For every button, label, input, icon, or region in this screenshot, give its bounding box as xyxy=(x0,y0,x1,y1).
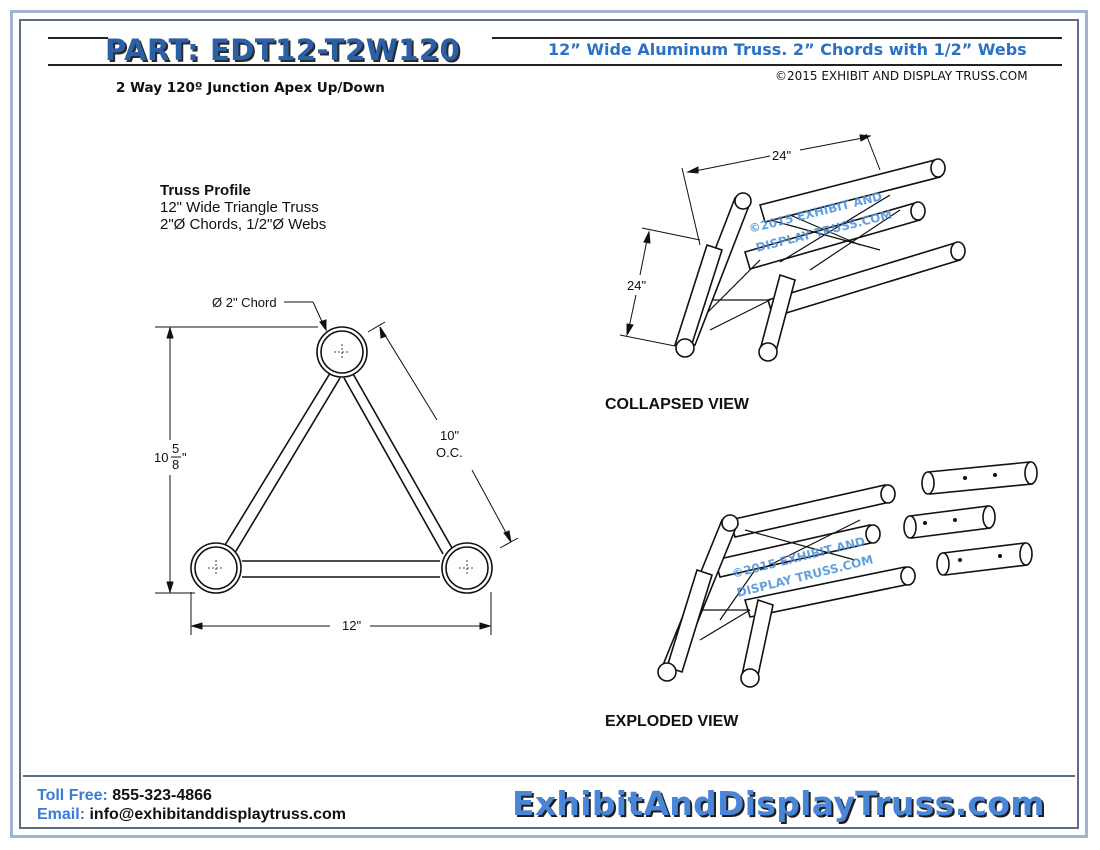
truss-profile-line-2: 2"Ø Chords, 1/2"Ø Webs xyxy=(160,216,327,233)
toll-free-line: Toll Free: 855-323-4866 xyxy=(37,787,212,805)
email-address-link[interactable]: info@exhibitanddisplaytruss.com xyxy=(89,806,346,823)
truss-profile-heading: Truss Profile xyxy=(160,182,251,199)
truss-profile-line-1: 12" Wide Triangle Truss xyxy=(160,199,319,216)
header-rule-bottom xyxy=(48,64,1062,66)
profile-dimensions xyxy=(155,301,519,635)
footer-divider xyxy=(23,775,1075,825)
height-denominator: 8 xyxy=(172,457,179,472)
collapsed-height-label: 24" xyxy=(627,278,646,293)
truss-profile-block: Truss Profile 12" Wide Triangle Truss 2"… xyxy=(160,182,326,233)
inner-frame xyxy=(19,19,1079,829)
header-rule-left xyxy=(48,37,108,39)
part-subtitle: 12” Wide Aluminum Truss. 2” Chords with … xyxy=(548,40,1027,59)
height-whole: 10 xyxy=(154,450,168,465)
email-label: Email: xyxy=(37,806,86,823)
width-label: 12" xyxy=(342,618,361,633)
collapsed-length-label: 24" xyxy=(772,148,791,163)
outer-frame xyxy=(10,10,1088,838)
truss-profile-drawing xyxy=(190,326,493,594)
junction-description: 2 Way 120º Junction Apex Up/Down xyxy=(116,80,385,96)
oc-value: 10" xyxy=(440,428,459,443)
oc-label: O.C. xyxy=(436,445,463,460)
exploded-view-drawing xyxy=(657,461,1038,688)
toll-free-number[interactable]: 855-323-4866 xyxy=(112,787,212,804)
collapsed-view-label: COLLAPSED VIEW xyxy=(605,396,750,413)
header-rule-right xyxy=(492,37,1062,39)
height-numerator: 5 xyxy=(172,441,179,456)
coupler-tubes xyxy=(903,461,1038,576)
part-title: PART: EDT12-T2W120 xyxy=(105,33,461,67)
collapsed-view-drawing xyxy=(619,133,966,362)
toll-free-label: Toll Free: xyxy=(37,787,108,804)
email-line: Email: info@exhibitanddisplaytruss.com xyxy=(37,806,346,824)
copyright-notice: ©2015 EXHIBIT AND DISPLAY TRUSS.COM xyxy=(775,69,1028,83)
website-link[interactable]: ExhibitAndDisplayTruss.com xyxy=(512,784,1045,823)
exploded-view-label: EXPLODED VIEW xyxy=(605,713,739,730)
height-unit: " xyxy=(182,450,187,465)
chord-diameter-label: Ø 2" Chord xyxy=(212,295,277,310)
